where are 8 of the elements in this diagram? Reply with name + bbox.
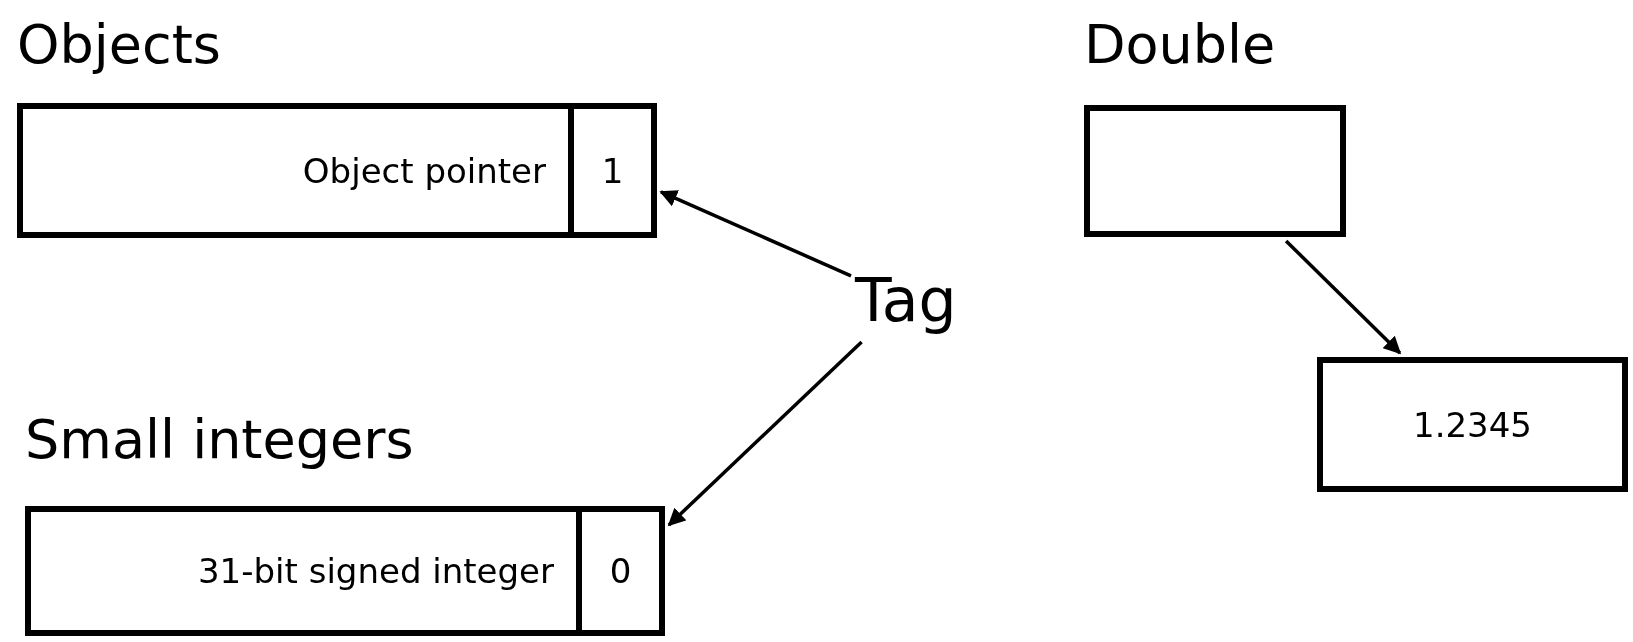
arrow — [659, 190, 852, 278]
section-heading: Double — [1084, 12, 1276, 78]
section-heading: Objects — [17, 12, 221, 78]
memory-field: 1.2345 — [1317, 357, 1628, 492]
tag-label: Tag — [855, 262, 957, 338]
arrow — [1284, 239, 1402, 355]
section-heading: Small integers — [25, 407, 414, 473]
arrow — [667, 340, 863, 527]
